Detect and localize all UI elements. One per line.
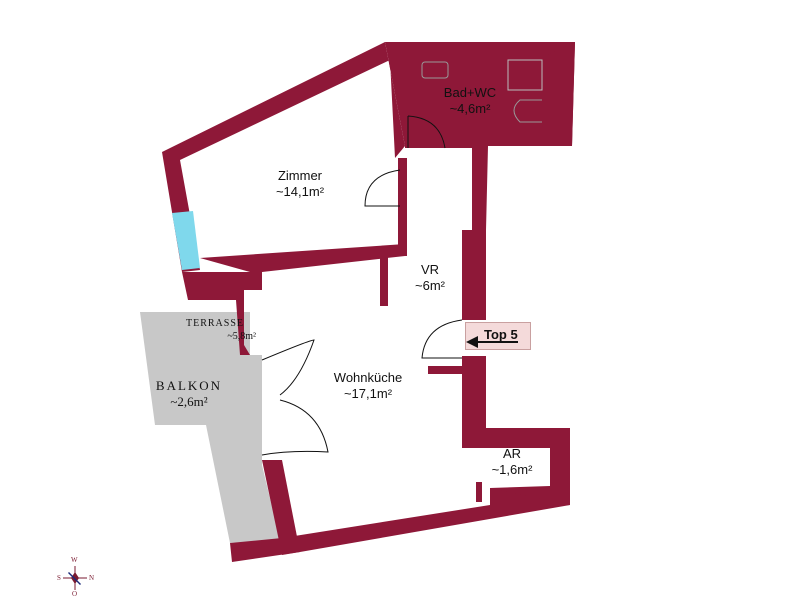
compass-w: W — [71, 556, 78, 564]
interior-wall-ar-west — [428, 366, 464, 374]
balkon-name: BALKON — [155, 378, 223, 393]
room-vr-name: VR — [420, 262, 440, 277]
room-bad-area: ~4,6m² — [449, 101, 491, 117]
interior-wall-ar-stub — [476, 482, 482, 502]
room-vr: VR ~6m² — [402, 262, 458, 295]
room-wohnkueche: Wohnküche ~17,1m² — [318, 370, 418, 403]
outer-wall-west-lower — [262, 460, 300, 555]
toilet — [513, 99, 542, 123]
room-bad-name: Bad+WC — [443, 85, 497, 100]
compass-rose-icon — [63, 566, 87, 590]
room-wohnkueche-area: ~17,1m² — [343, 386, 393, 402]
outer-wall-east-bath — [545, 42, 575, 146]
door-entry — [421, 319, 463, 359]
room-ar: AR ~1,6m² — [484, 446, 540, 479]
interior-wall-bath-south — [405, 140, 475, 148]
outer-wall — [385, 42, 575, 230]
room-ar-name: AR — [502, 446, 522, 461]
interior-wall-vr-stub — [380, 256, 388, 306]
compass-o: O — [72, 590, 78, 598]
balkon-label: BALKON ~2,6m² — [146, 378, 232, 411]
terrasse-label: TERRASSE ~5,8m² — [170, 318, 260, 343]
outer-wall-east-corridor — [462, 230, 486, 320]
balkon-area: ~2,6m² — [170, 394, 208, 410]
interior-wall-zimmer-east — [398, 158, 407, 256]
outer-wall-west-mid — [182, 272, 262, 355]
room-bad: Bad+WC ~4,6m² — [430, 85, 510, 118]
terrasse-name: TERRASSE — [185, 318, 244, 329]
room-vr-area: ~6m² — [415, 278, 445, 294]
compass-s: S — [57, 574, 61, 582]
room-zimmer-area: ~14,1m² — [275, 184, 325, 200]
door-bad — [407, 115, 446, 149]
interior-wall-zimmer-south — [200, 244, 405, 290]
room-zimmer-name: Zimmer — [277, 168, 323, 183]
sink — [421, 61, 449, 79]
door-balkon-1 — [261, 339, 315, 396]
room-zimmer: Zimmer ~14,1m² — [255, 168, 345, 201]
outer-wall-south — [230, 488, 570, 562]
shower — [507, 59, 543, 91]
entry-label: Top 5 — [484, 327, 518, 342]
terrasse-area: ~5,8m² — [227, 330, 256, 342]
room-wohnkueche-name: Wohnküche — [333, 370, 403, 385]
balkon-terrasse-area — [140, 312, 280, 543]
outer-wall-east-lower — [462, 356, 570, 510]
window — [172, 211, 200, 270]
compass-n: N — [89, 574, 95, 582]
door-zimmer — [364, 169, 401, 207]
door-balkon-2 — [261, 399, 329, 456]
room-ar-area: ~1,6m² — [491, 462, 533, 478]
